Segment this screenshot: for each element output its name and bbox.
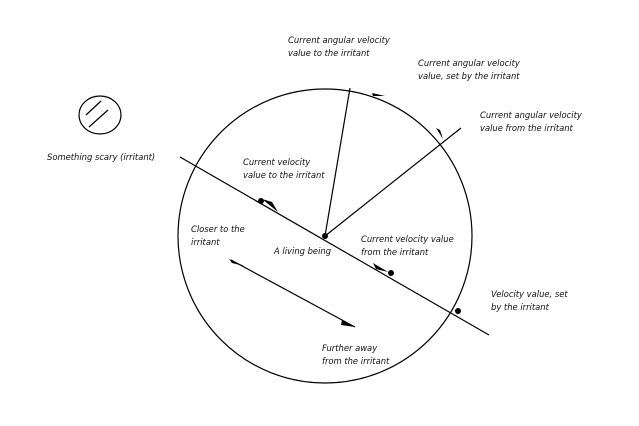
label-closer: Closer to the irritant [191,224,245,247]
point-velocity-set [455,308,461,314]
boundary-circle [177,88,473,384]
arrowhead-velocity-from [373,263,388,272]
irritant-mark-1 [85,100,102,116]
arrowhead-velocity-to [262,199,278,212]
label-angular-set: Current angular velocity value, set by t… [418,58,520,81]
label-angular-from: Current angular velocity value from the … [480,110,582,133]
arrowhead-further-away [341,320,355,327]
point-living-being [322,233,328,239]
ray-angular-to [324,87,351,237]
point-velocity-to [258,198,264,204]
irritant-symbol [78,95,122,135]
point-velocity-from [388,270,394,276]
label-velocity-to: Current velocity value to the irritant [243,157,325,180]
ray-angular-from [324,127,462,237]
label-velocity-set: Velocity value, set by the irritant [491,289,568,312]
further-away-arrow-line [230,259,356,328]
label-velocity-from: Current velocity value from the irritant [361,234,454,257]
arrowhead-angular-top [372,93,385,96]
arrowhead-angular-right [436,128,443,139]
irritant-axis-line [179,156,490,336]
label-further: Further away from the irritant [322,343,390,366]
arrowhead-closer [229,259,244,266]
label-angular-to: Current angular velocity value to the ir… [288,35,390,58]
label-irritant: Something scary (irritant) [47,152,156,162]
label-living-being: A living being [274,246,332,256]
irritant-mark-2 [88,109,109,128]
